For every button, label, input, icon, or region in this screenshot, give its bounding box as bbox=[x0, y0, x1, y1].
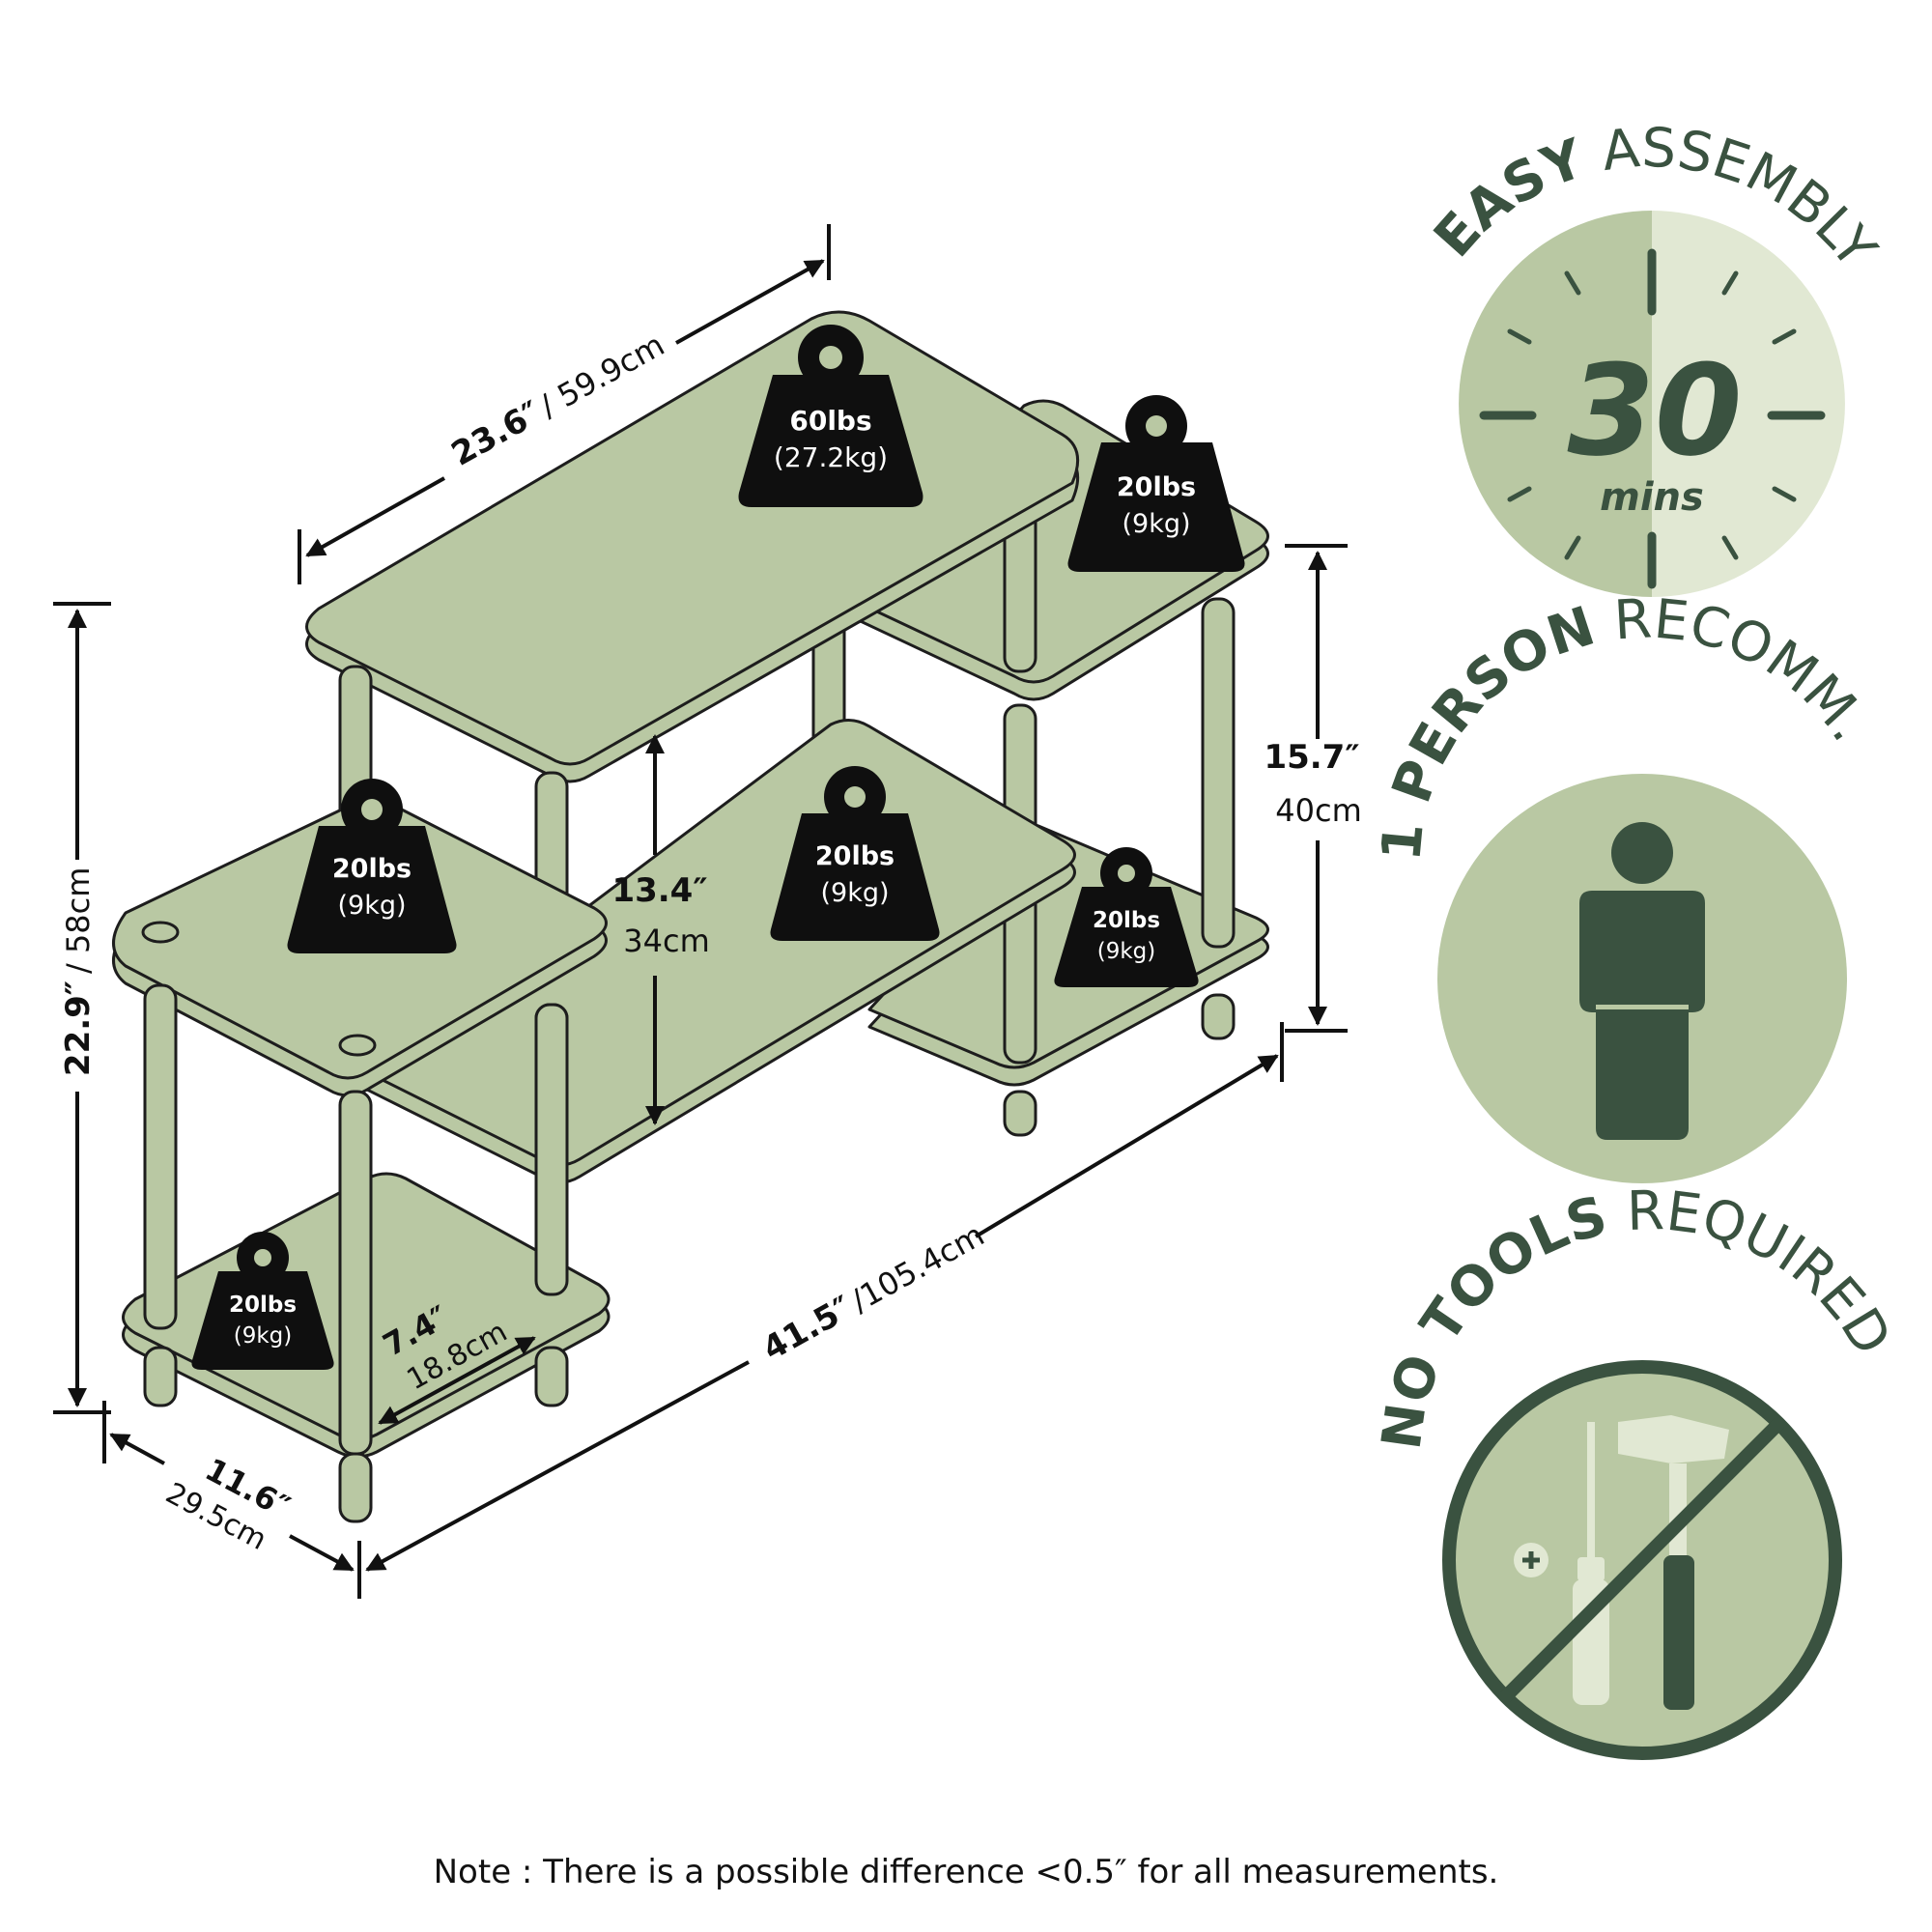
dim-in: 23.6″ bbox=[445, 394, 548, 474]
weight-top-center: 60lbs (27.2kg) bbox=[738, 325, 923, 507]
shelf-top-main bbox=[305, 310, 1080, 783]
dim-in: 13.4″ bbox=[611, 871, 707, 910]
dim-cm: /105.4cm bbox=[845, 1216, 991, 1320]
weight-left-mid: 20lbs (9kg) bbox=[287, 779, 457, 953]
measurement-note: Note : There is a possible difference <0… bbox=[433, 1853, 1499, 1891]
badge-easy-assembly: EASY ASSEMBLY 30 mins bbox=[1422, 117, 1889, 597]
dim-cm: / 59.9cm bbox=[533, 327, 670, 425]
weight-kg: (9kg) bbox=[820, 878, 889, 908]
badge-one-person: 1 PERSON RECOMM. bbox=[1370, 587, 1881, 1183]
no-tools-icon bbox=[1442, 1360, 1842, 1760]
assembly-minutes: 30 bbox=[1568, 337, 1743, 484]
dim-right-height: 15.7″ 40cm bbox=[1264, 738, 1361, 829]
weight-lbs: 60lbs bbox=[789, 405, 871, 437]
dim-center-gap: 13.4″ 34cm bbox=[611, 871, 709, 959]
dim-in: 15.7″ bbox=[1264, 738, 1359, 777]
post bbox=[143, 983, 178, 1330]
weight-top-right: 20lbs (9kg) bbox=[1067, 395, 1245, 572]
weight-left-bottom: 20lbs (9kg) bbox=[191, 1232, 334, 1370]
weight-right-low: 20lbs (9kg) bbox=[1054, 847, 1199, 987]
post bbox=[338, 1090, 373, 1456]
dim-in: 41.5″ bbox=[756, 1289, 859, 1369]
weight-kg: (27.2kg) bbox=[774, 441, 888, 473]
person-icon bbox=[1579, 822, 1705, 1140]
dimension-lines bbox=[53, 224, 1348, 1599]
dim-cm: / 58cm bbox=[60, 867, 97, 974]
weight-kg: (9kg) bbox=[1097, 939, 1156, 964]
dim-cm: 34cm bbox=[623, 923, 709, 959]
dim-total-width: 41.5″ /105.4cm bbox=[756, 1216, 991, 1369]
assembly-unit: mins bbox=[1600, 475, 1704, 520]
weight-lbs: 20lbs bbox=[229, 1293, 297, 1318]
dim-in: 22.9″ bbox=[59, 980, 98, 1076]
weight-lbs: 20lbs bbox=[332, 854, 412, 884]
post bbox=[534, 1003, 569, 1296]
weight-kg: (9kg) bbox=[337, 891, 406, 921]
dim-total-height: 22.9″ / 58cm bbox=[59, 867, 98, 1077]
weight-center-mid: 20lbs (9kg) bbox=[770, 766, 940, 941]
weight-lbs: 20lbs bbox=[1117, 472, 1196, 502]
post bbox=[1201, 597, 1236, 949]
clock-icon: 30 mins bbox=[1459, 211, 1845, 597]
weight-kg: (9kg) bbox=[234, 1323, 293, 1349]
badge-no-tools: NO TOOLS REQUIRED bbox=[1371, 1179, 1903, 1760]
weight-lbs: 20lbs bbox=[1093, 908, 1160, 933]
dim-depth: 11.6″ 29.5cm bbox=[160, 1451, 297, 1557]
weight-kg: (9kg) bbox=[1122, 509, 1190, 539]
dim-cm: 40cm bbox=[1275, 792, 1361, 829]
weight-lbs: 20lbs bbox=[815, 841, 895, 871]
